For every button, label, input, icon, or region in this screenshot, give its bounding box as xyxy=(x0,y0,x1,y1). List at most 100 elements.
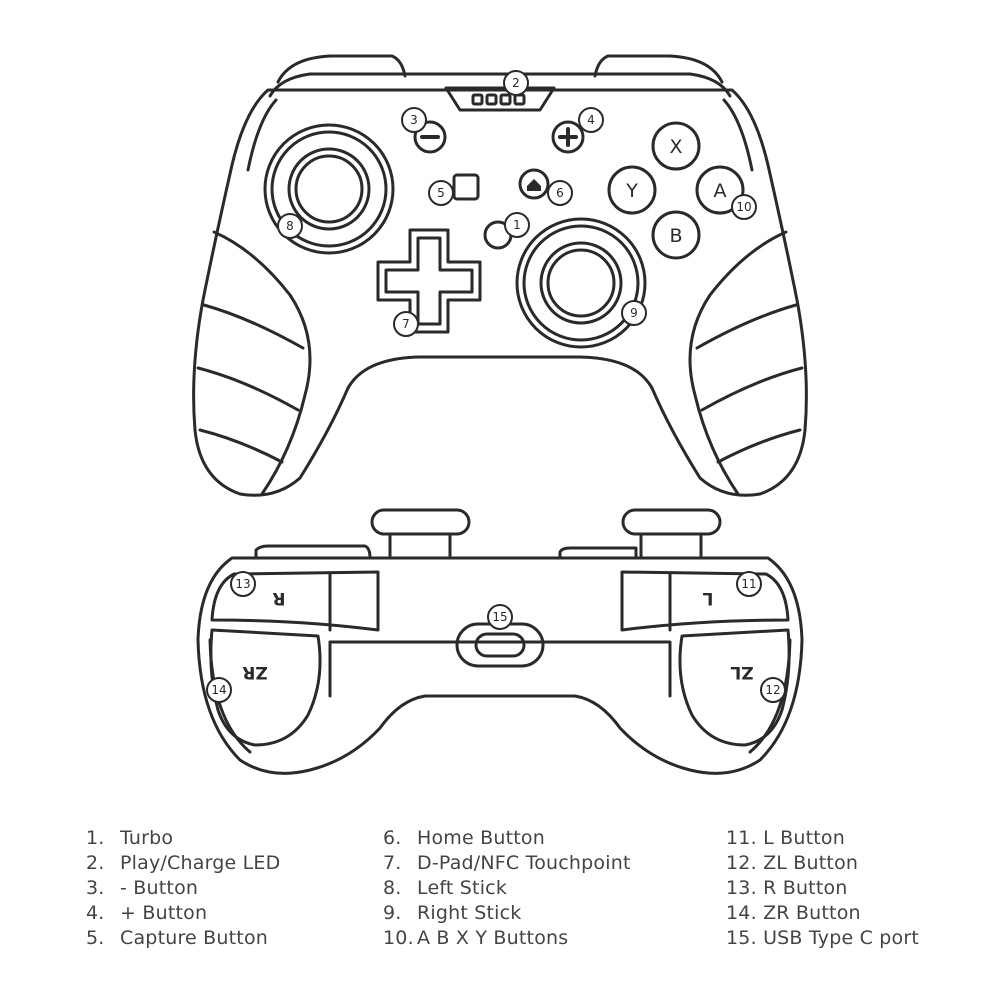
callout-5-number: 5 xyxy=(437,186,445,200)
callout-1-number: 1 xyxy=(513,218,521,232)
callout-7-number: 7 xyxy=(402,317,410,331)
legend-number: 2. xyxy=(86,852,105,874)
b-button-label: B xyxy=(669,225,682,247)
legend-number: 7. xyxy=(383,852,402,874)
legend-label: Right Stick xyxy=(417,902,522,924)
callout-15 xyxy=(487,604,513,630)
legend-label: L Button xyxy=(756,827,845,849)
legend-number: 8. xyxy=(383,877,402,899)
legend-label: R Button xyxy=(756,877,848,899)
y-button-label: Y xyxy=(625,180,638,202)
legend-number: 14. xyxy=(726,902,757,924)
legend-item: 15. USB Type C port xyxy=(726,926,919,951)
callout-14-number: 14 xyxy=(211,683,226,697)
callout-5 xyxy=(428,180,454,206)
legend-number: 11. xyxy=(726,827,757,849)
legend-item: 5. Capture Button xyxy=(86,926,280,951)
legend-item: 12. ZL Button xyxy=(726,851,919,876)
legend-item: 4. + Button xyxy=(86,901,280,926)
r-button xyxy=(210,570,380,632)
top-left-stick-knob xyxy=(370,508,471,560)
callout-12-number: 12 xyxy=(765,683,780,697)
callout-6 xyxy=(547,180,573,206)
legend-number: 10. xyxy=(383,927,414,949)
home-button xyxy=(518,168,550,200)
legend-column-2: 6. Home Button 7. D-Pad/NFC Touchpoint 8. L… xyxy=(383,826,631,951)
left-stick xyxy=(263,123,395,255)
legend-item: 2. Play/Charge LED xyxy=(86,851,280,876)
callout-11-number: 11 xyxy=(741,577,756,591)
callout-7 xyxy=(393,311,419,337)
callout-14 xyxy=(206,677,232,703)
callout-10-number: 10 xyxy=(736,200,751,214)
legend-item: 14. ZR Button xyxy=(726,901,919,926)
callout-12 xyxy=(760,677,786,703)
b-button xyxy=(651,210,701,260)
legend-column-3: 11. L Button 12. ZL Button 13. R Button … xyxy=(726,826,919,951)
x-button xyxy=(651,121,701,171)
legend-item: 11. L Button xyxy=(726,826,919,851)
controller-diagram: X Y A B R ZR L ZL 1 2 3 4 5 6 7 8 9 10 1… xyxy=(192,54,808,775)
zr-button-label: ZR xyxy=(242,662,267,682)
callout-9-number: 9 xyxy=(630,306,638,320)
legend-label: A B X Y Buttons xyxy=(417,927,569,949)
controller-front-view xyxy=(192,54,808,497)
callout-8-number: 8 xyxy=(286,219,294,233)
legend-number: 3. xyxy=(86,877,105,899)
legend-label: Left Stick xyxy=(417,877,508,899)
legend-label: Home Button xyxy=(417,827,545,849)
legend-item: 1. Turbo xyxy=(86,826,280,851)
left-grip xyxy=(212,230,312,496)
left-shoulder xyxy=(276,54,407,84)
legend-label: + Button xyxy=(120,902,208,924)
legend-label: ZR Button xyxy=(756,902,861,924)
callout-2 xyxy=(503,70,529,96)
minus-button xyxy=(413,120,447,154)
x-button-label: X xyxy=(669,136,682,158)
callout-13 xyxy=(230,571,256,597)
legend-number: 1. xyxy=(86,827,105,849)
legend-number: 9. xyxy=(383,902,402,924)
l-button-label: L xyxy=(702,588,713,608)
legend-label: USB Type C port xyxy=(756,927,920,949)
callout-4 xyxy=(578,107,604,133)
callout-2-number: 2 xyxy=(512,76,520,90)
zl-button-label: ZL xyxy=(730,662,753,682)
top-body-outline xyxy=(196,556,804,775)
legend-column-1: 1. Turbo 2. Play/Charge LED 3. - Button 4. +… xyxy=(86,826,280,951)
callout-9 xyxy=(621,300,647,326)
controller-body-outline xyxy=(192,88,808,497)
legend-item: 8. Left Stick xyxy=(383,876,631,901)
legend-number: 15. xyxy=(726,927,757,949)
legend-label: Play/Charge LED xyxy=(120,852,281,874)
legend-item: 3. - Button xyxy=(86,876,280,901)
legend-label: D-Pad/NFC Touchpoint xyxy=(417,852,631,874)
capture-button xyxy=(452,173,480,201)
legend-number: 4. xyxy=(86,902,105,924)
callout-6-number: 6 xyxy=(556,186,564,200)
right-shoulder xyxy=(593,54,724,84)
legend-item: 7. D-Pad/NFC Touchpoint xyxy=(383,851,631,876)
callout-13-number: 13 xyxy=(235,577,250,591)
right-grip xyxy=(688,230,788,496)
callout-3 xyxy=(401,107,427,133)
legend-label: Capture Button xyxy=(120,927,269,949)
legend-item: 13. R Button xyxy=(726,876,919,901)
l-button xyxy=(620,570,790,632)
callout-4-number: 4 xyxy=(587,113,595,127)
legend-number: 5. xyxy=(86,927,105,949)
legend-label: - Button xyxy=(120,877,199,899)
callout-8 xyxy=(277,213,303,239)
callout-3-number: 3 xyxy=(410,113,418,127)
legend-number: 6. xyxy=(383,827,402,849)
legend-label: Turbo xyxy=(120,827,174,849)
callout-1 xyxy=(504,212,530,238)
top-right-stick-knob xyxy=(621,508,722,560)
right-stick xyxy=(515,217,647,349)
a-button-label: A xyxy=(714,180,727,202)
a-button xyxy=(695,165,745,215)
legend-item: 6. Home Button xyxy=(383,826,631,851)
usb-c-port xyxy=(455,622,545,668)
callout-10 xyxy=(731,194,757,220)
controller-top-view xyxy=(196,508,804,775)
